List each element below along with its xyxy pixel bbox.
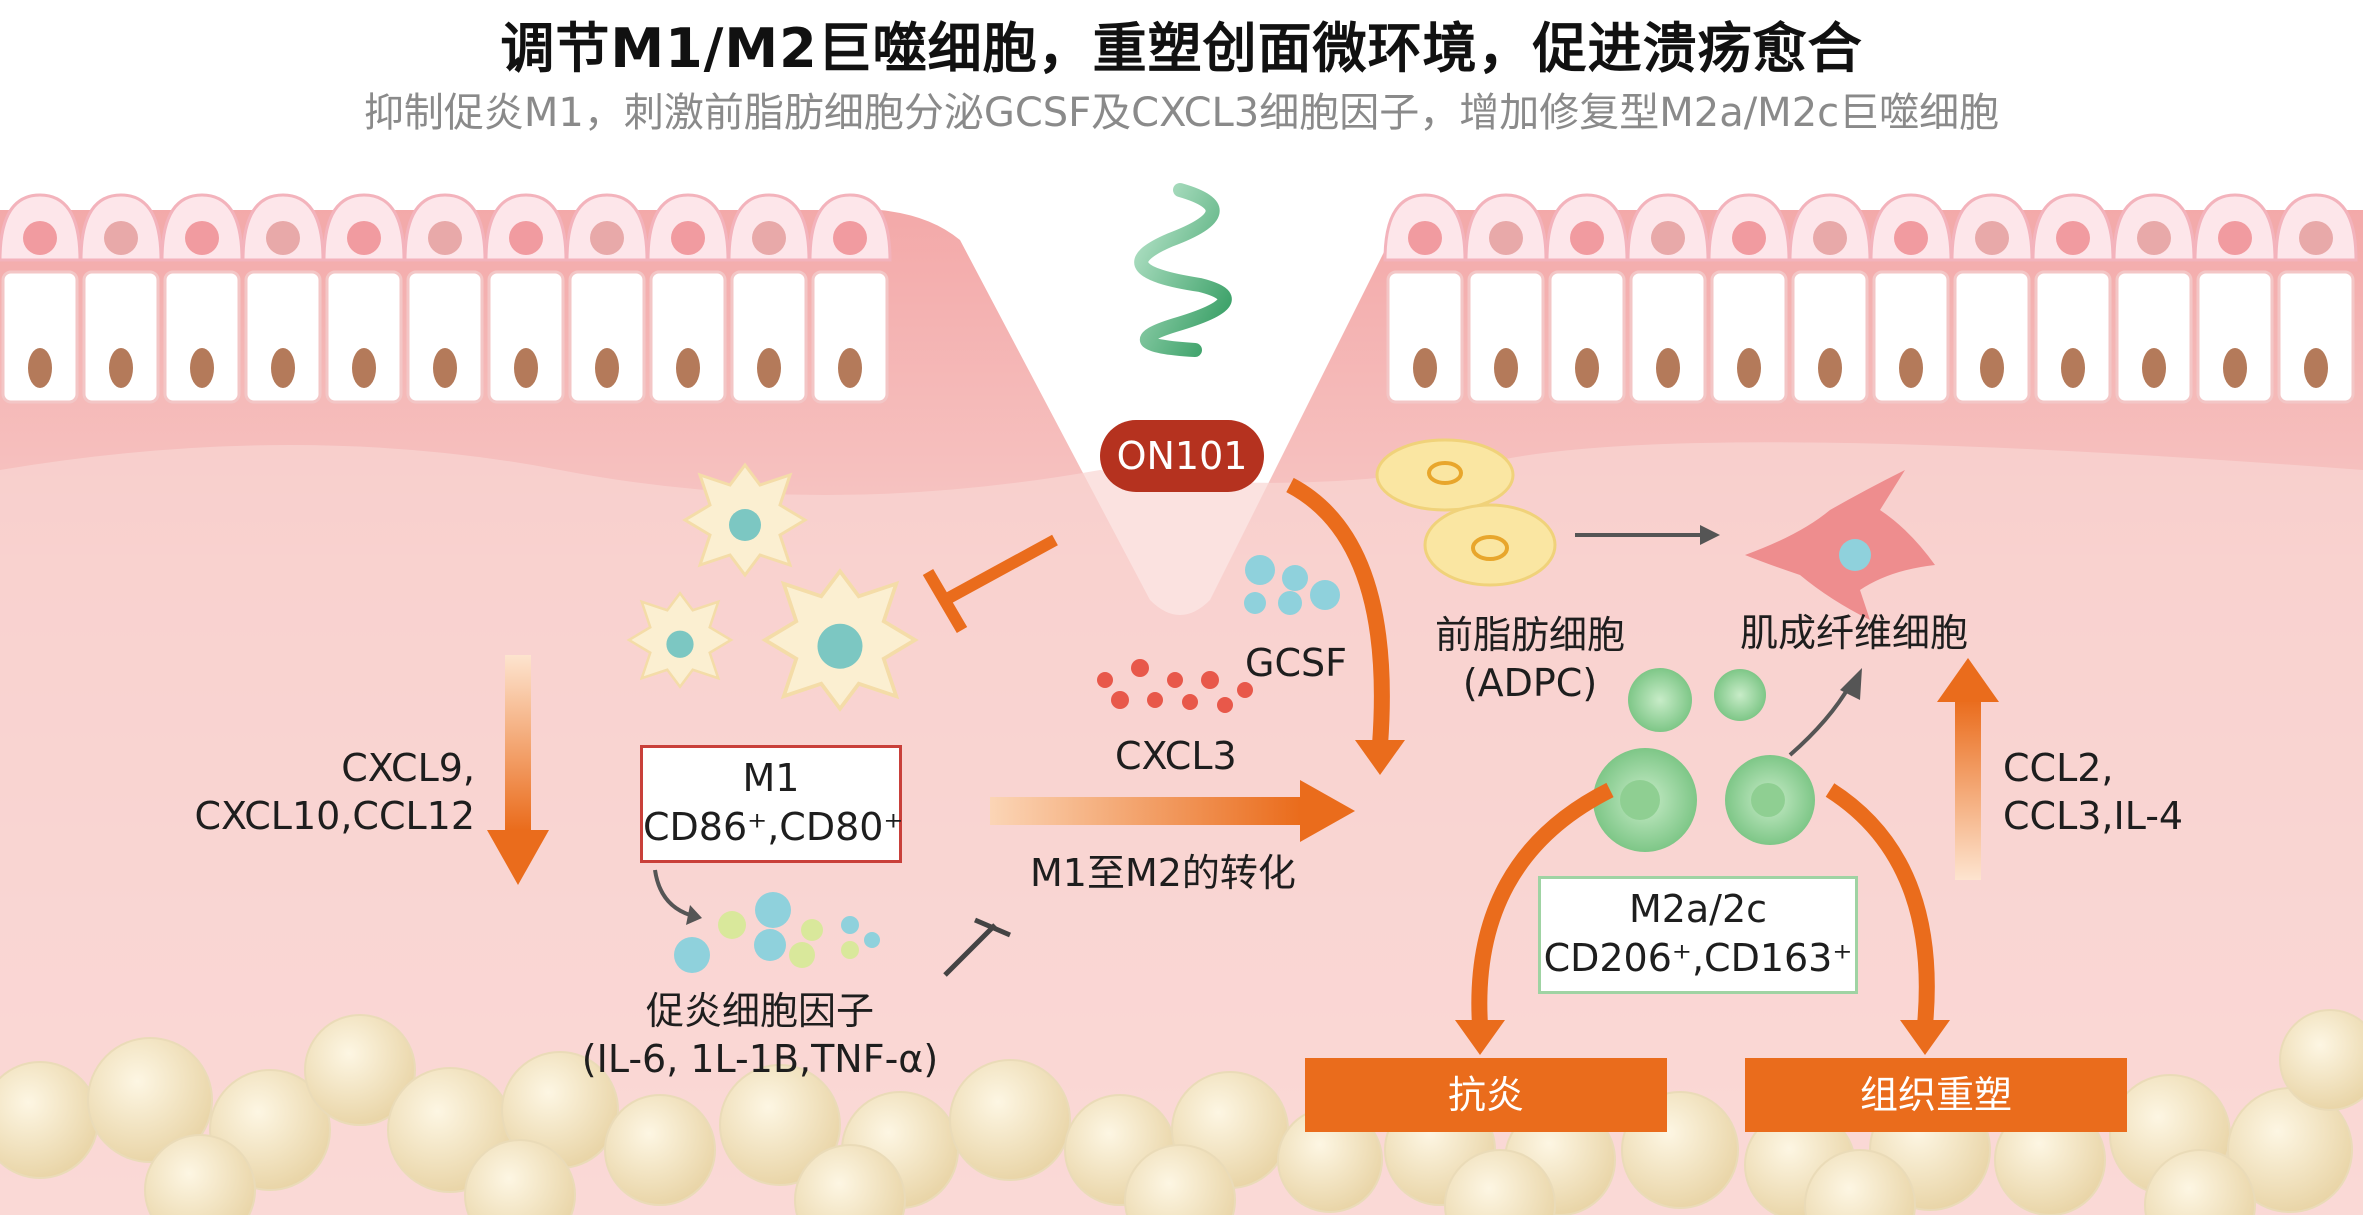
- epidermis-right: [1383, 193, 2358, 404]
- m2-marker-box: M2a/2c CD206⁺,CD163⁺: [1538, 876, 1858, 994]
- adpc-cells: [1375, 438, 1557, 587]
- inhibit-arrow-m1: [942, 534, 1058, 606]
- gcsf-label: GCSF: [1245, 641, 1347, 685]
- tissue-remodeling-box: 组织重塑: [1745, 1058, 2127, 1132]
- page-title: 调节M1/M2巨噬细胞，重塑创面微环境，促进溃疡愈合: [500, 17, 1863, 80]
- cxcl3-dots: [1097, 659, 1253, 713]
- fat-cells: [0, 1009, 2363, 1215]
- tissue-remodeling-arrow: [1825, 783, 1935, 1026]
- dermis-wave: [0, 442, 2363, 1215]
- m1-marker-box: M1 CD86⁺,CD80⁺: [640, 745, 904, 863]
- epidermis-left: [0, 193, 892, 404]
- m2-macrophages: [1593, 668, 1815, 852]
- cxcl3-label: CXCL3: [1115, 734, 1237, 778]
- left-cytokines-label: CXCL9, CXCL10,CCL12: [194, 746, 475, 838]
- right-cytokines-label: CCL2, CCL3,IL-4: [2003, 746, 2184, 838]
- drug-helix-icon: [1134, 183, 1232, 357]
- on101-curve-arrow: [1286, 477, 1390, 746]
- pro-inflammatory-dots: [674, 892, 880, 973]
- gcsf-dots: [1244, 555, 1340, 615]
- right-up-arrow: [1955, 700, 1981, 880]
- fibroblast-cell: [1745, 470, 1935, 620]
- on101-badge: ON101: [1100, 420, 1264, 492]
- fibroblast-label: 肌成纤维细胞: [1740, 611, 1969, 655]
- adpc-label: 前脂肪细胞 (ADPC): [1434, 613, 1625, 705]
- anti-inflammatory-arrow: [1471, 782, 1614, 1026]
- conversion-label: M1至M2的转化: [1030, 851, 1296, 895]
- conversion-arrow: [990, 797, 1300, 825]
- anti-inflammatory-box: 抗炎: [1305, 1058, 1667, 1132]
- m1-macrophages: [626, 462, 919, 712]
- page-subtitle: 抑制促炎M1，刺激前脂肪细胞分泌GCSF及CXCL3细胞因子，增加修复型M2a/…: [363, 90, 2000, 136]
- left-down-arrow: [505, 655, 531, 830]
- inhibit-arrow-conversion: [943, 923, 997, 977]
- pro-inflammatory-label: 促炎细胞因子 (IL-6, 1L-1B,TNF-α): [581, 989, 939, 1081]
